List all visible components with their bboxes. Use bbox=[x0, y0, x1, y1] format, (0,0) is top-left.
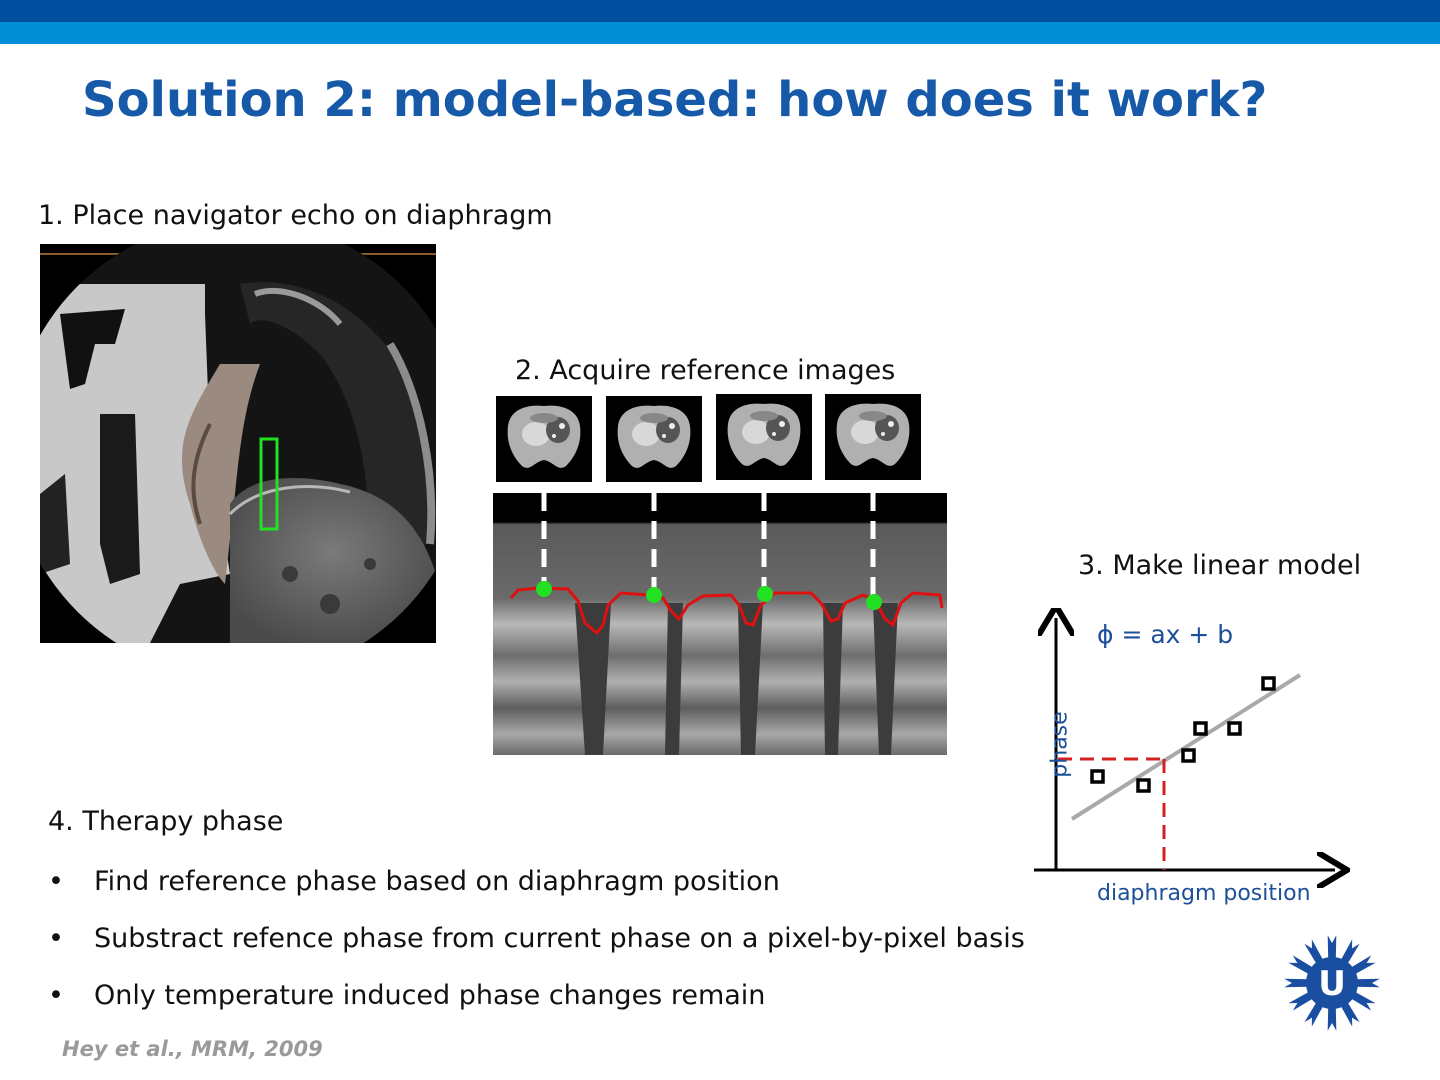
step-3-label: 3. Make linear model bbox=[1078, 550, 1362, 581]
reference-marker-2 bbox=[646, 587, 662, 603]
bullet-icon: • bbox=[48, 980, 64, 1011]
logo-ray bbox=[1284, 978, 1309, 988]
reference-image-2 bbox=[606, 396, 702, 482]
navigator-trace-image bbox=[493, 493, 947, 755]
graph-y-label: phase bbox=[1047, 711, 1073, 778]
data-point bbox=[1136, 778, 1151, 793]
header-band-dark bbox=[0, 0, 1440, 22]
model-equation: ϕ = ax + b bbox=[1097, 620, 1234, 649]
reference-image-4 bbox=[825, 394, 921, 480]
therapy-bullet-list: •Find reference phase based on diaphragm… bbox=[48, 862, 1025, 1033]
logo-ray bbox=[1355, 978, 1380, 988]
logo-letter: U bbox=[1318, 964, 1346, 1004]
step-1-label: 1. Place navigator echo on diaphragm bbox=[38, 200, 553, 231]
citation: Hey et al., MRM, 2009 bbox=[62, 1037, 323, 1061]
logo-ray bbox=[1288, 991, 1314, 1011]
reference-marker-3 bbox=[757, 586, 773, 602]
bullet-item: •Only temperature induced phase changes … bbox=[48, 976, 1025, 1033]
university-logo: U bbox=[1284, 935, 1380, 1031]
bullet-icon: • bbox=[48, 866, 64, 897]
logo-ray bbox=[1340, 939, 1360, 965]
bullet-item: •Substract refence phase from current ph… bbox=[48, 919, 1025, 976]
data-point bbox=[1227, 721, 1242, 736]
logo-ray bbox=[1350, 955, 1376, 975]
header-band-light bbox=[0, 22, 1440, 44]
logo-ray bbox=[1304, 939, 1324, 965]
reference-marker-1 bbox=[536, 581, 552, 597]
logo-ray bbox=[1340, 1001, 1360, 1027]
reference-image-1 bbox=[496, 396, 592, 482]
graph-x-label: diaphragm position bbox=[1097, 881, 1311, 906]
reference-marker-4 bbox=[866, 594, 882, 610]
data-point bbox=[1261, 676, 1276, 691]
bullet-item: •Find reference phase based on diaphragm… bbox=[48, 862, 1025, 919]
logo-ray bbox=[1304, 1001, 1324, 1027]
step-2-label: 2. Acquire reference images bbox=[515, 355, 896, 386]
step-4-label: 4. Therapy phase bbox=[48, 806, 284, 837]
slide-title: Solution 2: model-based: how does it wor… bbox=[82, 72, 1268, 128]
mri-sagittal-image bbox=[40, 244, 436, 643]
logo-ray bbox=[1327, 935, 1337, 960]
model-line bbox=[1070, 673, 1302, 821]
data-point bbox=[1090, 769, 1105, 784]
logo-ray bbox=[1288, 955, 1314, 975]
linear-model-graph bbox=[1034, 608, 1350, 888]
bullet-icon: • bbox=[48, 923, 64, 954]
navigator-box bbox=[259, 437, 279, 531]
reference-image-3 bbox=[716, 394, 812, 480]
logo-ray bbox=[1327, 1006, 1337, 1031]
data-point bbox=[1181, 748, 1196, 763]
logo-ray bbox=[1350, 991, 1376, 1011]
data-point bbox=[1193, 721, 1208, 736]
